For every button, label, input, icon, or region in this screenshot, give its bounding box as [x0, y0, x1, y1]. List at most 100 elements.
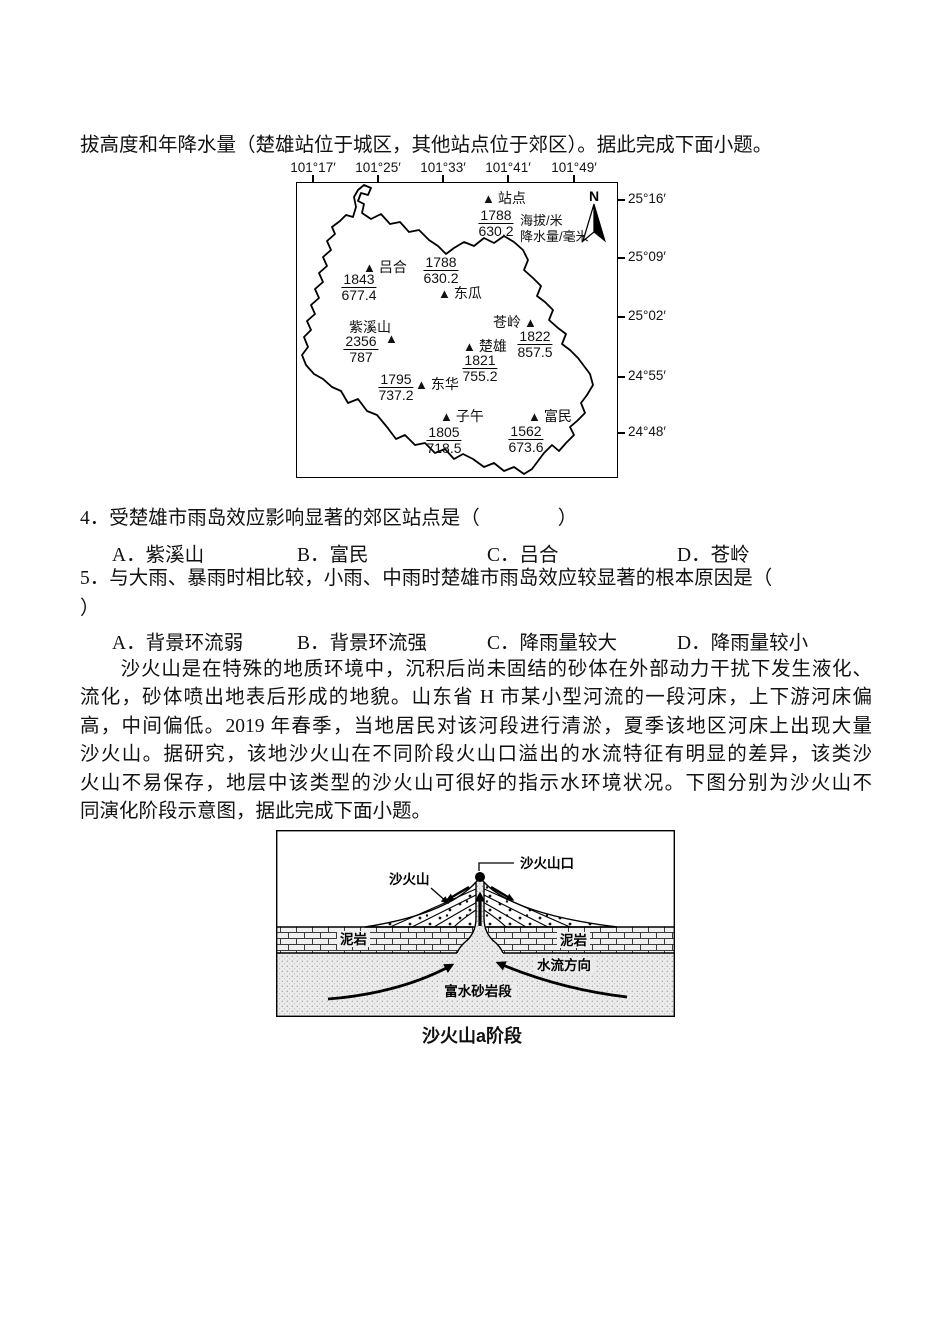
station-chuxiong: ▲ 楚雄 [463, 339, 507, 354]
flow-direction-label: 水流方向 [537, 957, 591, 973]
crater-dot [475, 872, 485, 882]
lat-label: 25°02′ [628, 308, 666, 323]
lon-label: 101°17′ [290, 160, 336, 175]
station-name: 吕合 [378, 259, 407, 275]
legend-fraction: 1788 630.2 [478, 207, 514, 239]
intro-text: 拔高度和年降水量（楚雄站位于城区，其他站点位于郊区）。据此完成下面小题。 [80, 135, 773, 156]
station-elev: 1822 [517, 328, 553, 345]
station-rain: 673.6 [508, 439, 544, 455]
station-elev: 1805 [426, 424, 462, 441]
station-triangle-icon: ▲ [482, 191, 495, 206]
station-rain: 677.4 [341, 287, 377, 303]
question-4-stem: 4．受楚雄市雨岛效应影响显著的郊区站点是（ ） [80, 508, 578, 529]
station-donggua: ▲ 东瓜 [438, 286, 482, 301]
cone-strata-lines [389, 887, 571, 928]
left-flank-arrow [445, 885, 470, 902]
option-a: A．紫溪山 [112, 545, 205, 566]
station-triangle-icon: ▲ [528, 409, 541, 424]
lat-tick [618, 257, 625, 259]
station-elev: 1788 [423, 254, 459, 271]
passage-line: 沙火山。据研究，该地沙火山在不同阶段火山口溢出的水流特征有明显的差异，该类沙 [80, 744, 872, 765]
passage-line: 沙火山是在特殊的地质环境中，沉积后尚未固结的砂体在外部动力干扰下发生液化、 [80, 659, 872, 680]
station-rain: 718.5 [426, 440, 462, 456]
station-rain: 737.2 [378, 387, 414, 403]
map-frame: ▲ 站点 1788 630.2 海拔/米 降水量/毫米 N ▲ 吕合 1843 [296, 182, 618, 478]
station-elev: 2356 [343, 333, 379, 350]
station-rain: 787 [349, 349, 373, 365]
lat-tick [618, 199, 625, 201]
station-triangle-icon: ▲ [385, 331, 398, 346]
lat-tick [618, 316, 625, 318]
option-c: C．吕合 [487, 545, 559, 566]
question-4-options: A．紫溪山 B．富民 C．吕合 D．苍岭 [0, 538, 950, 566]
option-d: D．降雨量较小 [677, 633, 809, 654]
legend-elev: 1788 [478, 207, 514, 224]
lat-tick [618, 376, 625, 378]
lat-label: 24°55′ [628, 368, 666, 383]
station-lvhe: ▲ 吕合 [363, 260, 407, 275]
passage-line: 高，中间偏低。2019 年春季，当地居民对该河段进行清淤，夏季该地区河床上出现大… [80, 716, 872, 737]
station-zixishan-symbol: ▲ [385, 332, 398, 345]
station-name: 楚雄 [478, 338, 507, 354]
station-donghua-data: 1795 737.2 [378, 371, 414, 403]
option-a: A．背景环流弱 [112, 633, 244, 654]
station-name: 苍岭 [493, 314, 521, 330]
legend-rain-unit: 降水量/毫米 [520, 229, 589, 244]
conduit-walls [456, 882, 504, 954]
lon-tick [573, 175, 575, 182]
station-zixishan-data: 2356 787 [343, 333, 379, 365]
station-rain: 755.2 [462, 368, 498, 384]
station-donghua: ▲ 东华 [415, 377, 459, 392]
mudstone-label-right: 泥岩 [560, 932, 588, 948]
station-elev: 1821 [462, 352, 498, 369]
station-name: 东华 [430, 376, 459, 392]
lon-label: 101°41′ [485, 160, 531, 175]
volcano-label: 沙火山 [389, 872, 430, 887]
diagram-frame [275, 829, 676, 1018]
station-elev: 1795 [378, 371, 414, 388]
north-label: N [589, 188, 599, 204]
passage-line: 同演化阶段示意图，据此完成下面小题。 [80, 801, 432, 822]
lon-label: 101°49′ [551, 160, 597, 175]
lon-tick [377, 175, 379, 182]
label-backing [439, 983, 517, 999]
label-backing [337, 931, 370, 947]
lat-label: 25°16′ [628, 191, 666, 206]
legend-rain: 630.2 [478, 223, 514, 239]
lon-tick [312, 175, 314, 182]
crater-label: 沙火山口 [520, 856, 574, 871]
label-backing [533, 957, 595, 973]
option-c: C．降雨量较大 [487, 633, 618, 654]
lat-tick [618, 432, 625, 434]
option-b: B．富民 [297, 545, 369, 566]
lat-label: 24°48′ [628, 424, 666, 439]
station-name: 东瓜 [453, 285, 482, 301]
station-triangle-icon: ▲ [438, 286, 451, 301]
water-flow-arrow-left [327, 963, 455, 1001]
crater-leader-line [478, 862, 514, 871]
option-b: B．背景环流强 [297, 633, 428, 654]
station-rain: 630.2 [423, 270, 459, 286]
station-donggua-data: 1788 630.2 [423, 254, 459, 286]
passage-line: 火山不易保存，地层中该类型的沙火山可很好的指示水环境状况。下图分别为沙火山不 [80, 773, 872, 794]
station-rain: 857.5 [517, 344, 553, 360]
station-zixishan-name: 紫溪山 [349, 320, 391, 335]
question-5-stem-close: ） [80, 598, 100, 619]
station-chuxiong-data: 1821 755.2 [462, 352, 498, 384]
station-name: 紫溪山 [349, 319, 391, 335]
north-arrow-icon: N [581, 188, 606, 243]
aquifer-label: 富水砂岩段 [444, 983, 512, 999]
mudstone-label-left: 泥岩 [340, 931, 367, 947]
volcano-leader-arrow [430, 887, 450, 904]
option-d: D．苍岭 [677, 545, 750, 566]
legend-station-label: 站点 [497, 190, 526, 206]
station-name: 富民 [543, 408, 572, 424]
sand-volcano-diagram: 沙火山口 沙火山 泥岩 泥岩 水流方向 富水砂岩段 [275, 829, 676, 1018]
question-5-options: A．背景环流弱 B．背景环流强 C．降雨量较大 D．降雨量较小 [0, 626, 950, 654]
station-ziwu: ▲ 子午 [440, 409, 484, 424]
water-flow-arrow-right [495, 961, 628, 999]
station-ziwu-data: 1805 718.5 [426, 424, 462, 456]
lat-label: 25°09′ [628, 249, 666, 264]
lon-label: 101°33′ [420, 160, 466, 175]
station-cangling: 苍岭 ▲ [493, 315, 537, 330]
